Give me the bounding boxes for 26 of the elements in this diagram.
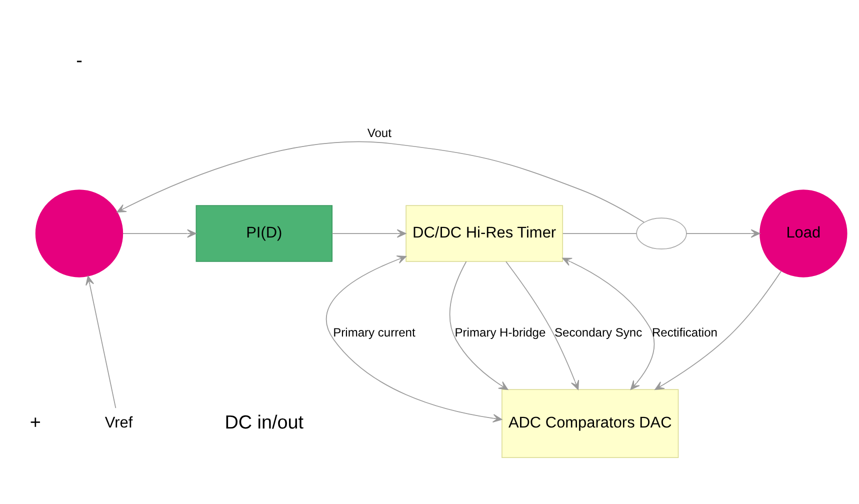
- label: -: [76, 50, 82, 72]
- label: DC in/out: [224, 412, 304, 434]
- node-ellipse: [636, 218, 687, 250]
- arrow: [562, 258, 655, 390]
- edge-label: Rectification: [652, 325, 718, 340]
- label: +: [30, 412, 41, 434]
- arrow: [654, 270, 782, 390]
- node-circle: [35, 190, 124, 278]
- arrow: [122, 229, 196, 238]
- edge-label: Secondary Sync: [554, 325, 642, 340]
- edge-label: Primary current: [333, 325, 416, 340]
- arrow: [506, 261, 580, 390]
- arrow: [686, 229, 760, 238]
- arrow: [86, 276, 116, 408]
- arrow: [332, 229, 406, 238]
- edge-label: Vout: [367, 126, 392, 140]
- node-circle: Load: [760, 190, 848, 278]
- arrow: [449, 261, 508, 390]
- arrow: [116, 141, 644, 223]
- node-box: ADC Comparators DAC: [502, 389, 679, 458]
- node-text: Vref: [104, 414, 133, 432]
- node-box: DC/DC Hi-Res Timer: [406, 205, 564, 262]
- node-box: PI(D): [196, 205, 333, 262]
- arrow: [326, 255, 502, 423]
- connector: [562, 233, 637, 234]
- edge-label: Primary H-bridge: [454, 325, 546, 340]
